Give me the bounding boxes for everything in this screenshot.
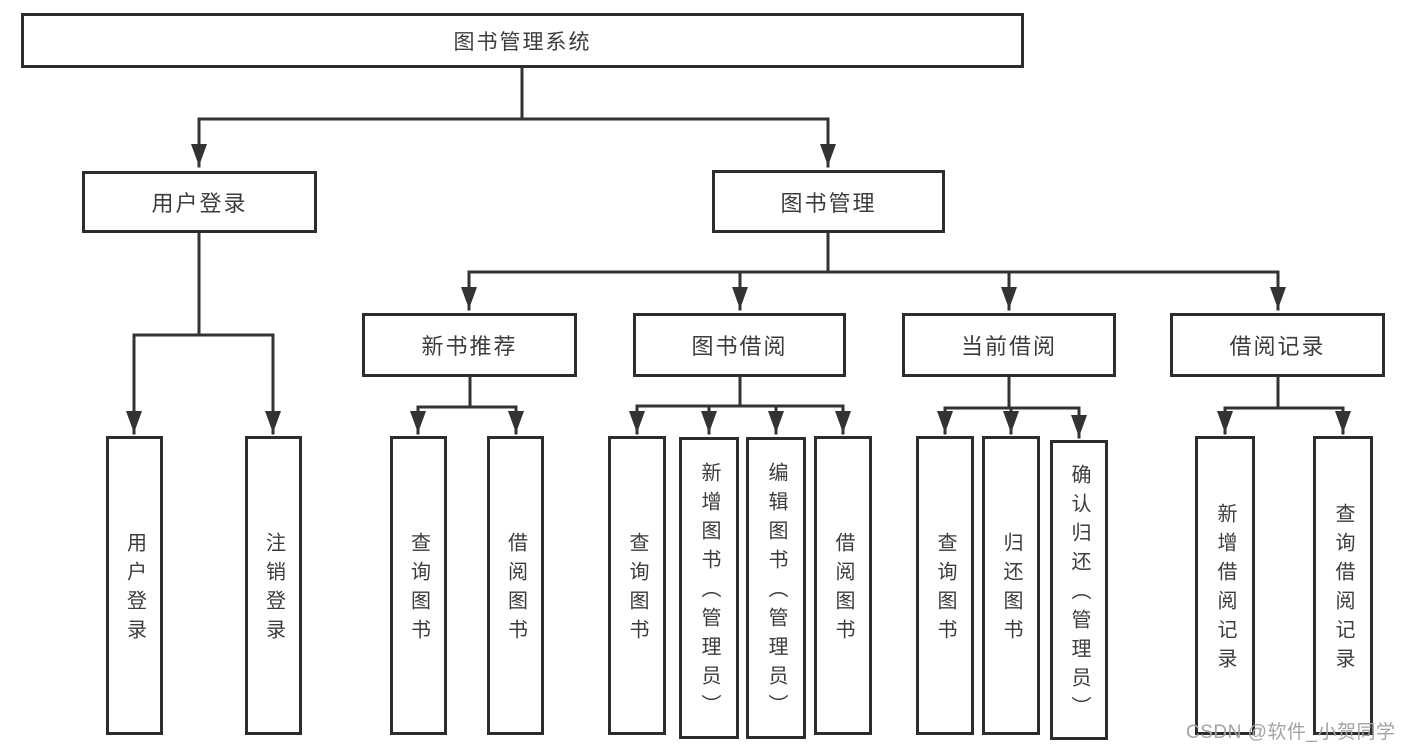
node-leaf-borrow-books-1: 借阅图书 bbox=[487, 436, 544, 735]
node-leaf-confirm-return-admin: 确认归还（管理员） bbox=[1050, 440, 1108, 740]
node-label: 注销登录 bbox=[262, 532, 285, 648]
node-leaf-query-books-3: 查询图书 bbox=[916, 436, 974, 735]
node-label: 查询借阅记录 bbox=[1332, 503, 1354, 677]
node-label: 图书借阅 bbox=[691, 334, 788, 359]
connector-book-borrowing-group bbox=[635, 375, 845, 408]
node-label: 借阅图书 bbox=[832, 532, 854, 648]
node-label: 借阅图书 bbox=[504, 532, 527, 648]
node-label: 图书管理 bbox=[780, 190, 877, 216]
node-label: 确认归还（管理员） bbox=[1068, 464, 1090, 725]
node-leaf-query-books-2: 查询图书 bbox=[608, 436, 666, 735]
connector-book-management-group bbox=[467, 231, 1280, 274]
node-label: 查询图书 bbox=[626, 532, 648, 648]
node-leaf-borrow-books-2: 借阅图书 bbox=[814, 436, 872, 735]
node-book-borrowing: 图书借阅 bbox=[633, 313, 846, 377]
node-leaf-add-borrow-record: 新增借阅记录 bbox=[1195, 436, 1255, 735]
node-current-borrowing: 当前借阅 bbox=[902, 313, 1116, 377]
node-label: 借阅记录 bbox=[1229, 334, 1326, 359]
node-leaf-user-login: 用户登录 bbox=[106, 436, 163, 735]
node-root: 图书管理系统 bbox=[21, 13, 1024, 68]
node-leaf-return-books: 归还图书 bbox=[982, 436, 1040, 735]
connector-borrowing-records-group bbox=[1223, 375, 1345, 410]
node-label: 用户登录 bbox=[123, 532, 146, 648]
watermark: CSDN @软件_小贺同学 bbox=[1186, 722, 1396, 743]
node-label: 当前借阅 bbox=[960, 334, 1057, 359]
node-book-management: 图书管理 bbox=[712, 170, 945, 233]
node-borrowing-records: 借阅记录 bbox=[1170, 313, 1385, 377]
node-user-login: 用户登录 bbox=[82, 171, 317, 233]
node-label: 归还图书 bbox=[1000, 532, 1022, 648]
node-new-book-recommend: 新书推荐 bbox=[362, 313, 577, 377]
node-label: 图书管理系统 bbox=[453, 30, 592, 54]
connector-root bbox=[197, 66, 830, 121]
node-label: 编辑图书（管理员） bbox=[765, 462, 787, 723]
node-leaf-logout: 注销登录 bbox=[245, 436, 302, 735]
connector-current-borrowing-group bbox=[943, 375, 1081, 410]
node-leaf-edit-books-admin: 编辑图书（管理员） bbox=[746, 437, 806, 739]
node-leaf-add-books-admin: 新增图书（管理员） bbox=[679, 437, 739, 739]
node-leaf-query-borrow-record: 查询借阅记录 bbox=[1313, 436, 1373, 735]
node-label: 新增图书（管理员） bbox=[698, 462, 720, 723]
connector-new-book-recommend-group bbox=[416, 375, 518, 409]
node-label: 新增借阅记录 bbox=[1214, 503, 1236, 677]
connector-user-login-group bbox=[132, 231, 275, 337]
node-label: 新书推荐 bbox=[421, 334, 518, 359]
node-leaf-query-books-1: 查询图书 bbox=[390, 436, 447, 735]
node-label: 查询图书 bbox=[407, 532, 430, 648]
node-label: 查询图书 bbox=[934, 532, 956, 648]
node-label: 用户登录 bbox=[151, 191, 248, 216]
